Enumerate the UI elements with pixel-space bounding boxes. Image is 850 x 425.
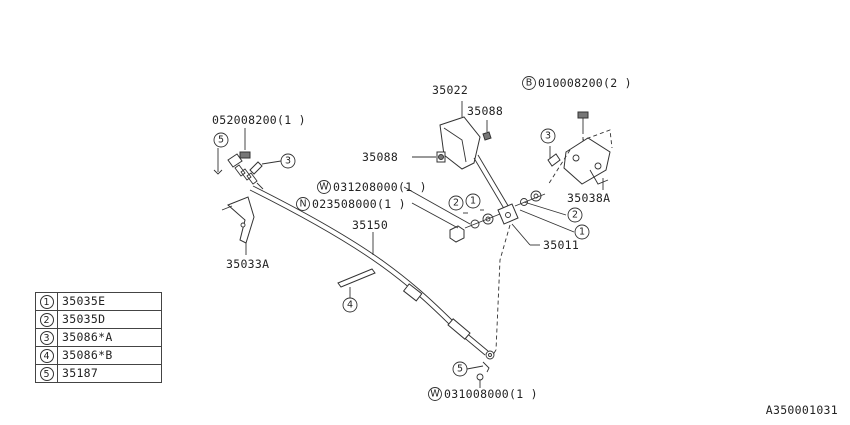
label-35011: 35011 — [543, 238, 579, 252]
callout-1-right — [574, 224, 590, 240]
callout-5-bottom-num: 5 — [457, 364, 463, 375]
label-031208000: 031208000(1 ) — [333, 180, 427, 194]
bushing-35088-lower — [412, 151, 446, 163]
callout-4 — [342, 297, 358, 313]
label-35033a: 35033A — [226, 257, 269, 271]
label-35088-upper: 35088 — [467, 104, 503, 118]
legend-key: 5 — [39, 367, 54, 381]
callout-5-top — [213, 132, 229, 148]
legend-part: 35086*B — [57, 346, 162, 365]
callout-5-top-num: 5 — [218, 135, 224, 146]
nut-washer-left — [449, 213, 501, 243]
callout-w-lower — [428, 387, 442, 401]
legend-key: 4 — [39, 349, 54, 363]
bracket-35038a — [563, 137, 611, 190]
legend-part: 35035D — [57, 310, 162, 329]
callout-1-left-num: 1 — [470, 196, 476, 207]
cable-bracket-35033a — [221, 196, 255, 255]
callout-2-right-num: 2 — [572, 210, 578, 221]
label-35150: 35150 — [352, 218, 388, 232]
callout-w-upper — [317, 180, 331, 194]
label-35038a: 35038A — [567, 191, 610, 205]
drawing-code: A350001031 — [765, 403, 838, 417]
callout-2-left — [448, 195, 464, 211]
clip-35086a-left — [249, 160, 282, 175]
select-lever-35022 — [439, 101, 511, 213]
callout-n — [296, 197, 310, 211]
callout-1-left — [465, 193, 481, 209]
leader-lines — [372, 186, 575, 255]
callout-2-right — [567, 207, 583, 223]
callout-n-letter: N — [299, 199, 306, 210]
callout-3-right — [540, 128, 556, 144]
callout-3-left — [280, 153, 296, 169]
label-052008200: 052008200(1 ) — [212, 113, 306, 127]
legend-key: 2 — [39, 313, 54, 327]
label-031008000: 031008000(1 ) — [444, 387, 538, 401]
callout-2-left-num: 2 — [453, 198, 459, 209]
label-35022: 35022 — [432, 83, 468, 97]
legend-key: 3 — [39, 331, 54, 345]
clip-35086a-right — [547, 146, 561, 167]
callout-w-upper-letter: W — [319, 182, 329, 193]
callout-5-bottom — [452, 361, 468, 377]
legend-part: 35035E — [57, 292, 162, 311]
pin-35187-top — [213, 148, 223, 175]
label-010008200: 010008200(2 ) — [538, 76, 632, 90]
lower-joint — [466, 349, 497, 388]
callout-w-lower-letter: W — [430, 389, 440, 400]
bolt-010008200 — [547, 111, 613, 186]
callout-b-letter: B — [526, 78, 533, 89]
callout-4-num: 4 — [347, 300, 353, 311]
clip-35086b — [337, 268, 376, 298]
bolt-052008200 — [239, 128, 251, 159]
label-023508000: 023508000(1 ) — [312, 197, 406, 211]
bushing-35088-upper — [482, 120, 492, 141]
legend-key: 1 — [39, 295, 54, 309]
callout-1-right-num: 1 — [579, 227, 585, 238]
shift-cable — [227, 153, 495, 360]
lever-bracket-35011 — [495, 203, 531, 351]
callout-3-right-num: 3 — [545, 131, 551, 142]
callout-3-left-num: 3 — [285, 156, 291, 167]
callout-b — [522, 76, 536, 90]
label-35088-lower: 35088 — [362, 150, 398, 164]
legend-part: 35187 — [57, 364, 162, 383]
legend-part: 35086*A — [57, 328, 162, 347]
washer-right — [514, 190, 546, 207]
